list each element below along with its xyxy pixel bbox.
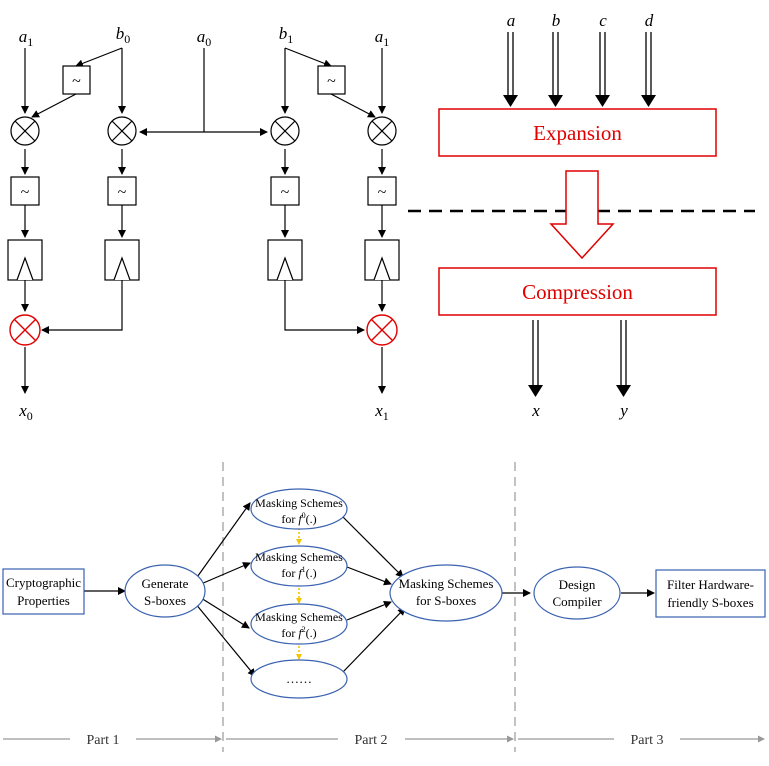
label-b0: b0 [116,24,131,46]
part-1-label: Part 1 [86,733,119,748]
label-a1-left: a1 [19,27,34,49]
node-text: friendly S-boxes [667,595,753,610]
node-text: for S-boxes [416,593,476,608]
not-symbol: ~ [281,184,290,201]
node-cryptographic-properties [2,568,85,615]
edge-generate-to-f1 [200,562,251,585]
wire [41,280,123,334]
label-x0: x0 [18,401,33,423]
part-3-label: Part 3 [630,733,663,748]
register-1 [7,239,43,281]
and-gate-2 [107,116,137,146]
node-text: Properties [17,593,70,608]
not-symbol: ~ [72,73,81,90]
output-double-arrows [532,320,627,386]
node-text: Masking Schemes [255,496,343,510]
node-masking-f1 [250,545,348,587]
node-text: Cryptographic [6,575,81,590]
output-y: y [618,401,628,420]
node-text: Masking Schemes [255,610,343,624]
label-b1: b1 [279,24,294,46]
wire-not-to-and1 [31,93,77,118]
expansion-label: Expansion [533,121,622,145]
not-symbol: ~ [378,184,387,201]
register-4 [364,239,400,281]
node-text: Compiler [552,594,602,609]
masked-and-circuit: a1 b0 a0 b1 a1 [7,24,400,423]
node-text: for f1(.) [281,565,316,580]
node-text: Filter Hardware- [667,577,754,592]
hollow-down-arrow [549,170,615,260]
not-gate-b0 [62,65,91,95]
input-double-arrows [507,32,652,96]
input-c: c [599,11,607,30]
node-text: Generate [142,576,189,591]
node-text: for f0(.) [281,511,316,526]
wire-b1-to-not [284,47,332,68]
and-gate-4 [367,116,397,146]
node-masking-sboxes [389,564,503,622]
edge-f2-to-sboxes [346,600,392,621]
node-masking-more [250,659,348,699]
not-symbol: ~ [327,73,336,90]
expansion-compression-diagram: a b c d Expansion Compression [408,11,755,420]
label-a1-right: a1 [375,27,390,49]
node-masking-f0 [250,488,348,530]
expansion-box [438,108,717,157]
edge-generate-to-f0 [194,502,251,581]
edge-f0-to-sboxes [342,516,404,578]
not-gate-row [10,176,397,206]
node-generate-sboxes [124,564,206,618]
input-b: b [552,11,561,30]
node-filter-hardware [655,569,766,618]
node-text: for f2(.) [281,625,316,640]
edge-generate-to-more [194,602,256,677]
part-2-label: Part 2 [354,733,387,748]
compression-box [438,267,717,316]
register-3 [267,239,303,281]
node-text: Design [559,577,596,592]
edge-f1-to-sboxes [346,566,392,586]
register-2 [104,239,140,281]
and-gate-3 [270,116,300,146]
wire [284,280,365,334]
input-d: d [645,11,654,30]
node-masking-f2 [250,603,348,645]
sbox-flow-diagram: Cryptographic Properties Generate S-boxe… [2,462,766,752]
not-gate-b1 [317,65,346,95]
and-gate-1 [10,116,40,146]
wire-b0-to-not [75,47,123,68]
node-design-compiler [533,566,621,620]
edge-generate-to-f2 [200,597,250,629]
not-symbol: ~ [118,184,127,201]
xor-gate-output-0 [9,314,41,346]
xor-gate-output-1 [366,314,398,346]
node-text: S-boxes [144,593,186,608]
wire-not-to-and4 [330,93,376,118]
label-x1: x1 [374,401,389,423]
label-a0: a0 [197,27,212,49]
node-text: Masking Schemes [399,576,494,591]
input-a: a [507,11,516,30]
node-text: …… [286,671,312,686]
edge-more-to-sboxes [342,607,406,673]
not-symbol: ~ [21,184,30,201]
compression-label: Compression [522,280,633,304]
output-x: x [531,401,540,420]
node-text: Masking Schemes [255,550,343,564]
